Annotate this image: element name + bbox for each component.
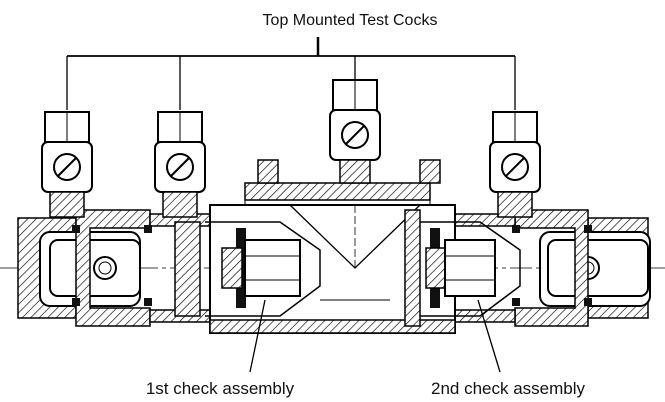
test-cock-leaders <box>66 37 516 110</box>
first-check-label: 1st check assembly <box>146 379 295 398</box>
valve-body <box>17 182 651 334</box>
second-check-assembly <box>404 209 521 327</box>
chamber-fitting-right <box>419 159 441 184</box>
second-check-label: 2nd check assembly <box>431 379 586 398</box>
top-test-cocks-label: Top Mounted Test Cocks <box>263 12 438 29</box>
first-check-leader <box>249 299 266 373</box>
test-cock-3 <box>329 79 381 184</box>
chamber-fitting-left <box>257 159 279 184</box>
test-cock-4 <box>489 111 541 218</box>
test-cock-1 <box>41 111 93 218</box>
first-check-assembly <box>174 221 321 317</box>
second-check-leader <box>477 299 501 373</box>
test-cock-2 <box>154 111 206 218</box>
